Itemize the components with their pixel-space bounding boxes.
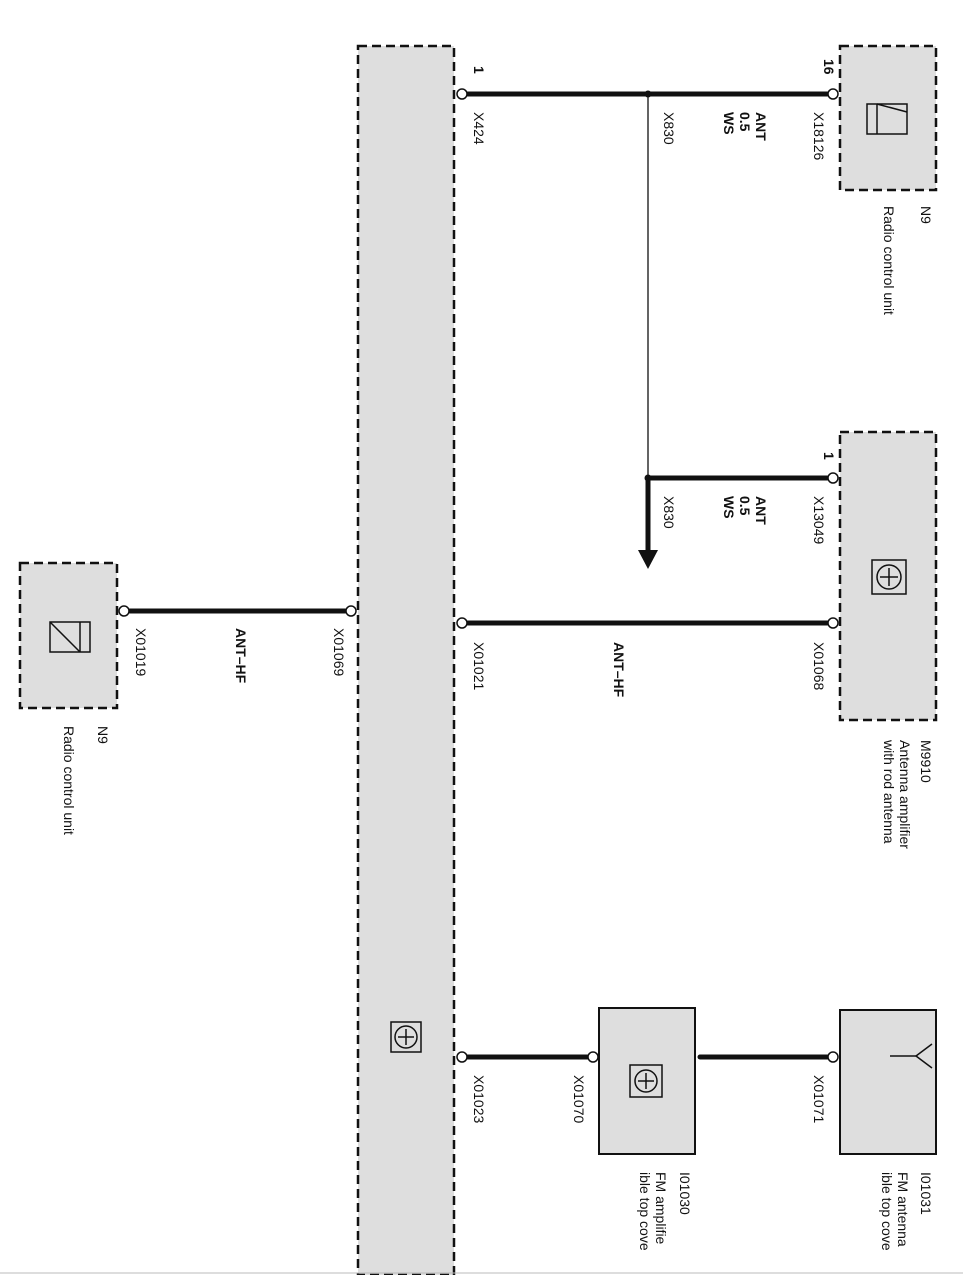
connector-label: X01019 xyxy=(133,628,149,676)
component-name: FM amplifie xyxy=(653,1172,669,1245)
central-module-amplifier-icon xyxy=(390,1021,422,1053)
amplifier-icon xyxy=(629,1064,663,1098)
connector-label: X01021 xyxy=(471,642,487,690)
wire-signal: ANT xyxy=(753,496,769,525)
central-module-box xyxy=(356,44,456,1275)
connector-label: X424 xyxy=(471,112,487,145)
i01031-box xyxy=(839,1009,937,1155)
pin-number: 16 xyxy=(821,59,837,75)
component-name: FM antenna xyxy=(895,1172,911,1247)
connector-label: X01070 xyxy=(571,1075,587,1123)
antenna-icon xyxy=(890,1043,933,1069)
radio-icon xyxy=(866,103,908,135)
component-name: ible top cove xyxy=(879,1172,895,1251)
n9-bottom-box xyxy=(18,561,119,710)
wires xyxy=(122,91,835,1060)
component-name: with rod antenna xyxy=(881,739,897,844)
component-code: I01030 xyxy=(677,1172,693,1215)
component-name: Radio control unit xyxy=(61,726,77,835)
connector-label: X13049 xyxy=(811,496,827,544)
component-name: Radio control unit xyxy=(881,206,897,315)
n9-top-box xyxy=(838,44,938,192)
wire-cross-section: 0.5 xyxy=(737,496,753,516)
wire-signal: ANT–HF xyxy=(611,642,627,698)
component-code: M9910 xyxy=(918,740,934,783)
component-code: I01031 xyxy=(918,1172,934,1215)
component-name: ible top cove xyxy=(637,1172,653,1251)
connector-label: X01069 xyxy=(331,628,347,676)
connector-label: X830 xyxy=(661,496,677,529)
m9910-box xyxy=(838,430,938,722)
wire-signal: ANT xyxy=(753,112,769,141)
wire-color: WS xyxy=(721,496,737,519)
wire-cross-section: 0.5 xyxy=(737,112,753,132)
component-code: N9 xyxy=(918,206,934,224)
splice-dot xyxy=(644,474,652,482)
connector-pins xyxy=(118,88,839,1063)
splice-dot xyxy=(644,90,652,98)
component-code: N9 xyxy=(95,726,111,744)
amplifier-icon xyxy=(871,559,907,595)
component-name: Antenna amplifier xyxy=(897,740,913,849)
pin-number: 1 xyxy=(821,452,837,460)
radio-icon xyxy=(49,621,91,653)
pin-number: 1 xyxy=(471,66,487,74)
connector-label: X18126 xyxy=(811,112,827,160)
connector-label: X01023 xyxy=(471,1075,487,1123)
connector-label: X01068 xyxy=(811,642,827,690)
connector-label: X830 xyxy=(661,112,677,145)
connector-label: X01071 xyxy=(811,1075,827,1123)
arrow-down-icon xyxy=(638,550,658,569)
wire-color: WS xyxy=(721,112,737,135)
wire-signal: ANT–HF xyxy=(233,628,249,684)
